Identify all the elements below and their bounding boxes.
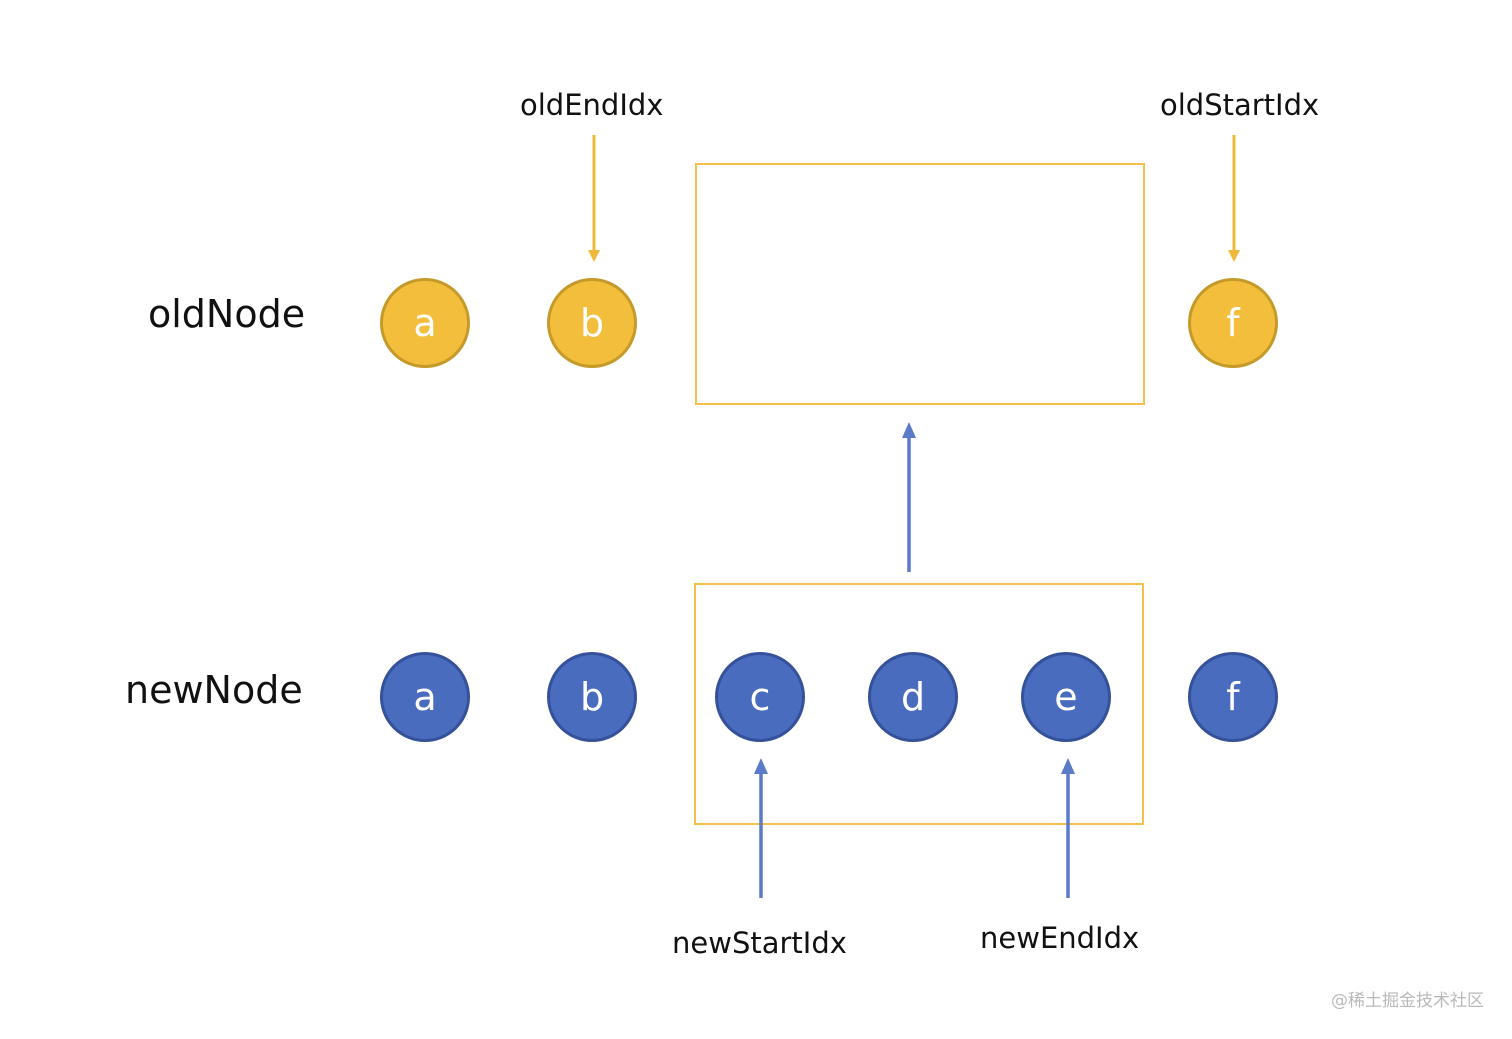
new-node-a: a [380, 652, 470, 742]
new-node-d: d [868, 652, 958, 742]
old-end-idx-label: oldEndIdx [520, 88, 664, 122]
new-range-box [694, 583, 1144, 825]
new-node-f: f [1188, 652, 1278, 742]
new-node-row-label: newNode [125, 668, 303, 712]
old-node-b: b [547, 278, 637, 368]
old-node-row-label: oldNode [148, 292, 306, 336]
watermark: @稀土掘金技术社区 [1331, 991, 1484, 1011]
move-up-arrow [902, 422, 916, 572]
old-node-f: f [1188, 278, 1278, 368]
old-end-idx-arrow [588, 135, 600, 262]
new-node-e: e [1021, 652, 1111, 742]
new-start-idx-arrow [754, 758, 768, 898]
new-node-c: c [715, 652, 805, 742]
new-node-b: b [547, 652, 637, 742]
old-gap-box [695, 163, 1145, 405]
new-start-idx-label: newStartIdx [672, 926, 847, 960]
old-node-a: a [380, 278, 470, 368]
old-start-idx-arrow [1228, 135, 1240, 262]
old-start-idx-label: oldStartIdx [1160, 88, 1320, 122]
new-end-idx-arrow [1061, 758, 1075, 898]
new-end-idx-label: newEndIdx [980, 921, 1140, 955]
